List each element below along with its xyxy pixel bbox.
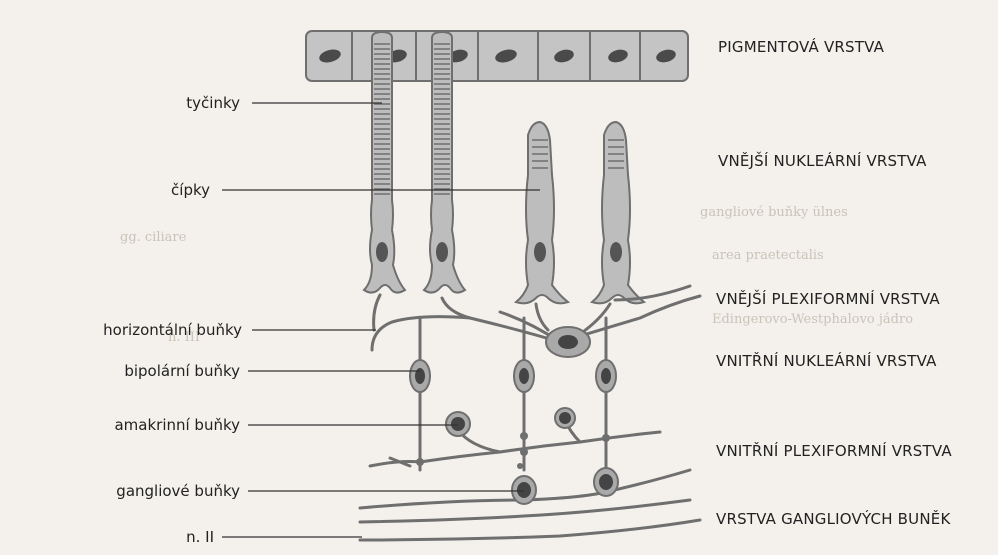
label-bipolarni: bipolární buňky	[124, 362, 240, 380]
layer-label-vnitrni-plexiformni: VNITŘNÍ PLEXIFORMNÍ VRSTVA	[716, 442, 952, 460]
layer-label-ganglio: VRSTVA GANGLIOVÝCH BUNĚK	[716, 510, 950, 528]
label-gangliove: gangliové buňky	[116, 482, 240, 500]
cell-nuclei	[415, 335, 613, 498]
layer-label-pigment: PIGMENTOVÁ VRSTVA	[718, 38, 884, 56]
cone-cell	[516, 122, 568, 303]
layer-label-vnejsi-plexiformni: VNĚJŠÍ PLEXIFORMNÍ VRSTVA	[716, 290, 940, 308]
cone-cell	[592, 122, 644, 303]
cone-cells	[516, 122, 644, 303]
label-horizontalni: horizontální buňky	[103, 321, 242, 339]
layer-label-vnitrni-nuklearni: VNITŘNÍ NUKLEÁRNÍ VRSTVA	[716, 352, 937, 370]
label-cipky: čípky	[171, 181, 210, 199]
label-amakrinni: amakrinní buňky	[114, 416, 240, 434]
pigment-layer	[306, 31, 688, 81]
layer-label-vnejsi-nuklearni: VNĚJŠÍ NUKLEÁRNÍ VRSTVA	[718, 152, 927, 170]
label-tycinky: tyčinky	[186, 94, 240, 112]
label-nII: n. II	[186, 528, 214, 546]
cell-bodies	[410, 327, 618, 504]
